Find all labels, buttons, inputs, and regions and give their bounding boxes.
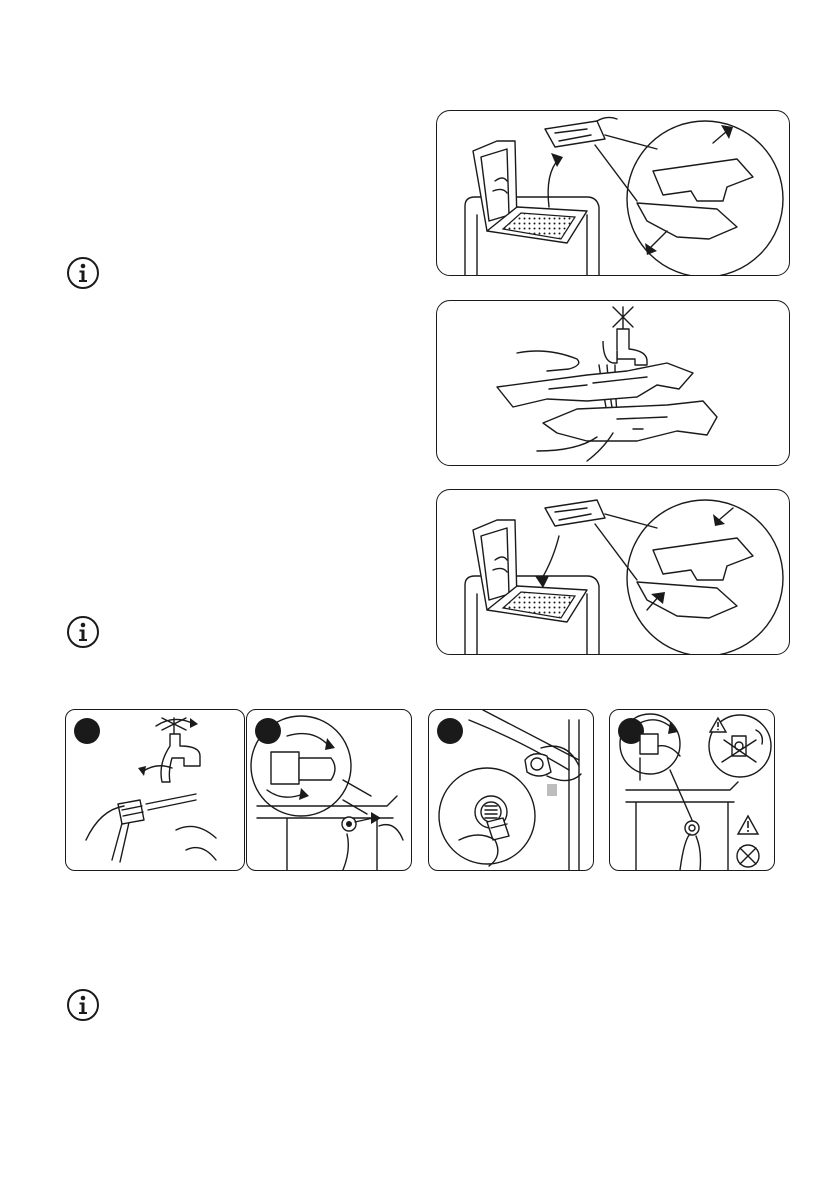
filter-rinse-figure bbox=[436, 300, 790, 466]
info-icon bbox=[66, 256, 100, 290]
filter-removal-figure bbox=[436, 110, 790, 276]
hose-unscrew-illustration bbox=[247, 710, 412, 871]
filter-refit-illustration bbox=[437, 490, 790, 655]
filter-rinse-under-tap-illustration bbox=[437, 301, 790, 466]
step-1-panel bbox=[65, 709, 245, 871]
step-4-panel bbox=[609, 709, 775, 871]
info-icon bbox=[66, 615, 100, 649]
step-3-panel bbox=[428, 709, 594, 871]
info-icon bbox=[66, 988, 100, 1022]
filter-removal-illustration bbox=[437, 111, 790, 276]
hose-retighten-warning-illustration bbox=[610, 710, 775, 871]
filter-refit-figure bbox=[436, 489, 790, 655]
inlet-filter-brush-illustration bbox=[429, 710, 594, 871]
tap-unscrew-and-brush-illustration bbox=[66, 710, 245, 871]
step-2-panel bbox=[246, 709, 412, 871]
